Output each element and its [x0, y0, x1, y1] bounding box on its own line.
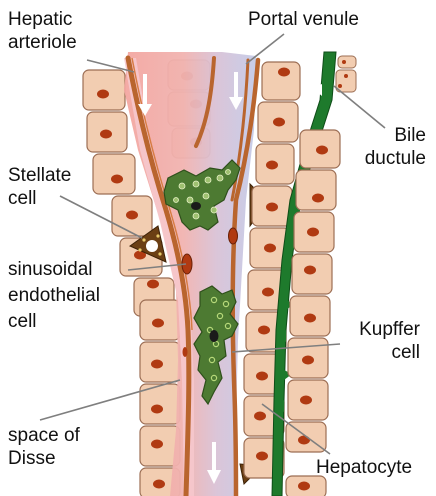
label-hepatic-arteriole-line2: arteriole	[8, 31, 77, 54]
label-bile-ductule-line2: ductule	[350, 147, 426, 170]
label-hepatic-arteriole: Hepatic arteriole	[8, 8, 77, 54]
label-stellate-cell-line2: cell	[8, 187, 71, 210]
label-stellate-cell-line1: Stellate	[8, 164, 71, 187]
label-space-of-disse-line2: Disse	[8, 447, 80, 470]
label-kupffer-cell: Kupffer cell	[334, 318, 420, 364]
label-kupffer-cell-line1: Kupffer	[334, 318, 420, 341]
label-hepatic-arteriole-line1: Hepatic	[8, 8, 77, 31]
label-sec-line1: sinusoidal	[8, 257, 100, 283]
label-sinusoidal-endothelial-cell: sinusoidal endothelial cell	[8, 257, 100, 335]
label-bile-ductule: Bile ductule	[350, 124, 426, 170]
label-space-of-disse: space of Disse	[8, 424, 80, 470]
label-sec-line2: endothelial	[8, 283, 100, 309]
label-portal-venule: Portal venule	[248, 8, 359, 31]
label-bile-ductule-line1: Bile	[350, 124, 426, 147]
label-space-of-disse-line1: space of	[8, 424, 80, 447]
label-kupffer-cell-line2: cell	[334, 341, 420, 364]
label-hepatocyte: Hepatocyte	[316, 456, 412, 479]
label-stellate-cell: Stellate cell	[8, 164, 71, 210]
label-sec-line3: cell	[8, 309, 100, 335]
